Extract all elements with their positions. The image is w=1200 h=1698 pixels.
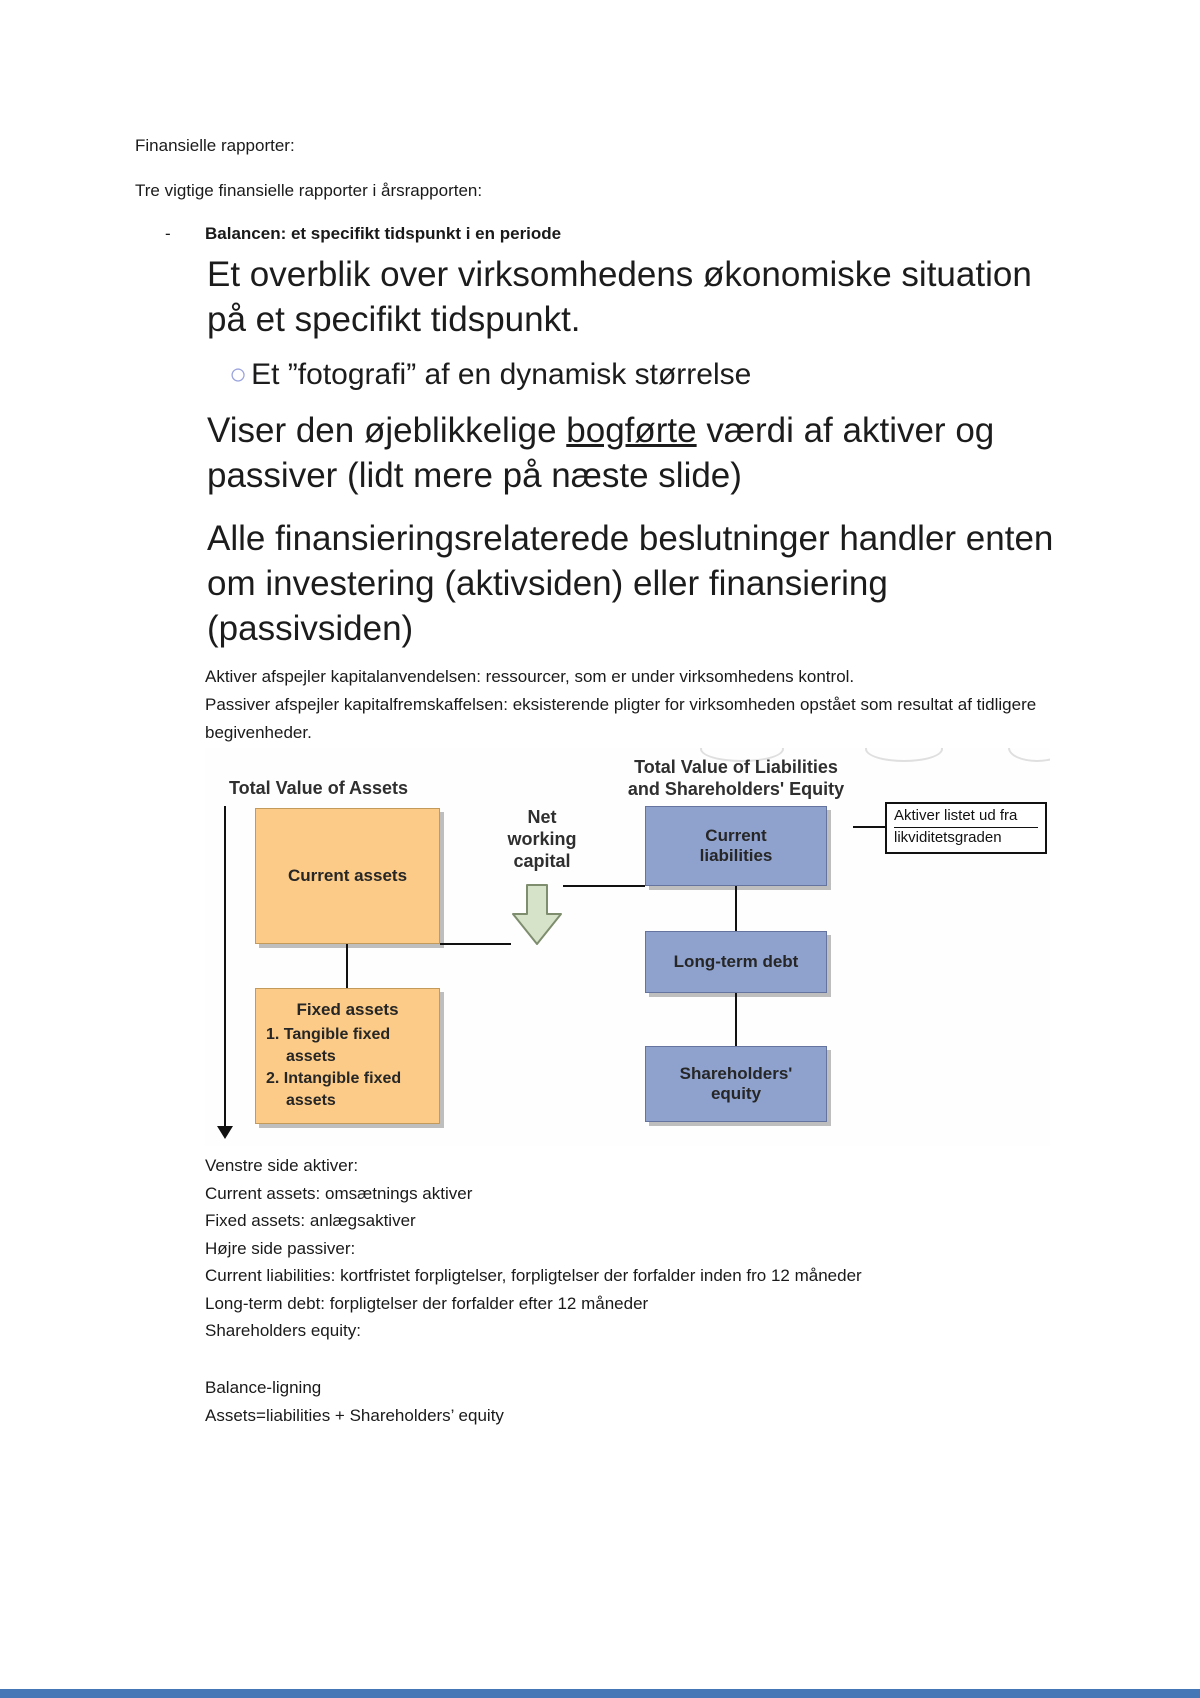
note-sentence-1: Aktiver afspejler kapitalanvendelsen: re… [205, 667, 855, 686]
bullet-item: - Balancen: et specifikt tidspunkt i en … [165, 224, 561, 244]
connector-line [563, 885, 645, 887]
next-page-edge [0, 1689, 1200, 1698]
liquidity-note-line-1: Aktiver listet ud fra [894, 806, 1038, 828]
shareholders-equity-box: Shareholders' equity [645, 1046, 827, 1122]
balance-sheet-diagram: Total Value of Assets Total Value of Lia… [205, 748, 1050, 1146]
underlined-word: bogførte [566, 411, 697, 450]
note-line: Shareholders equity: [205, 1321, 361, 1340]
slide-paragraph-2-post: værdi af aktiver og passiver (lidt mere … [207, 411, 995, 495]
slide-sub-bullet-text: Et ”fotografi” af en dynamisk størrelse [251, 358, 752, 391]
notes-below-diagram: Venstre side aktiver: Current assets: om… [205, 1152, 1050, 1345]
shareholders-equity-label: Shareholders' equity [679, 1064, 793, 1103]
connector-line [440, 943, 511, 945]
current-assets-box: Current assets [255, 808, 440, 944]
current-liabilities-label: Current liabilities [699, 826, 773, 865]
slide-sub-bullet: ○Et ”fotografi” af en dynamisk størrelse [229, 356, 1057, 394]
net-working-capital-label: Net working capital [507, 807, 577, 871]
liquidity-down-arrowhead-icon [217, 1126, 233, 1139]
circle-bullet-icon: ○ [229, 358, 248, 391]
page-title: Finansielle rapporter: [135, 136, 295, 155]
assets-column-heading: Total Value of Assets [229, 778, 409, 798]
connector-line [346, 944, 348, 988]
bullet-marker: - [165, 224, 171, 243]
balance-equation: Balance-ligning Assets=liabilities + Sha… [205, 1374, 504, 1429]
liquidity-down-arrow [224, 806, 226, 1128]
intangible-fixed-assets-item: 2. Intangible fixed assets [266, 1070, 402, 1109]
long-term-debt-box: Long-term debt [645, 931, 827, 993]
slide-paragraph-2-pre: Viser den øjeblikkelige [207, 411, 567, 450]
connector-line [735, 993, 737, 1046]
liabilities-heading-line-2: and Shareholders' Equity [627, 779, 845, 799]
long-term-debt-label: Long-term debt [673, 952, 799, 971]
slide-paragraph-3: Alle finansieringsrelaterede beslutninge… [207, 519, 1054, 648]
crop-artifact [1008, 748, 1050, 762]
fixed-assets-label: Fixed assets [296, 1000, 399, 1019]
intro-text: Tre vigtige finansielle rapporter i årsr… [135, 181, 483, 200]
note-line: Fixed assets: anlægsaktiver [205, 1211, 416, 1230]
equation-title: Balance-ligning [205, 1378, 322, 1397]
equation-text: Assets=liabilities + Shareholders’ equit… [205, 1405, 504, 1425]
net-working-capital-arrow-icon [512, 884, 562, 945]
note-line: Højre side passiver: [205, 1238, 356, 1258]
slide-paragraph-2: Viser den øjeblikkelige bogførte værdi a… [207, 408, 1057, 498]
note-leader-line [853, 826, 885, 828]
note-line: Venstre side aktiver: [205, 1156, 359, 1175]
liquidity-note-line-2: likviditetsgraden [894, 829, 1002, 846]
tangible-fixed-assets-item: 1. Tangible fixed assets [266, 1026, 391, 1065]
connector-line [735, 886, 737, 931]
current-assets-label: Current assets [287, 866, 408, 885]
current-liabilities-box: Current liabilities [645, 806, 827, 886]
bullet-text: Balancen: et specifikt tidspunkt i en pe… [205, 224, 562, 243]
fixed-assets-box: Fixed assets 1. Tangible fixed assets 2.… [255, 988, 440, 1124]
liabilities-heading-line-1: Total Value of Liabilities [634, 757, 838, 777]
slide-paragraph-1: Et overblik over virksomhedens økonomisk… [207, 255, 1032, 339]
liquidity-note-box: Aktiver listet ud fra likviditetsgraden [885, 802, 1047, 854]
note-line: Long-term debt: forpligtelser der forfal… [205, 1293, 649, 1313]
note-line: Current liabilities: kortfristet forplig… [205, 1266, 862, 1285]
notes-above-diagram: Aktiver afspejler kapitalanvendelsen: re… [205, 663, 1045, 747]
slide-excerpt: Et overblik over virksomhedens økonomisk… [207, 252, 1057, 665]
liabilities-column-heading: Total Value of Liabilities and Sharehold… [595, 756, 877, 800]
note-line: Current assets: omsætnings aktiver [205, 1183, 473, 1203]
note-sentence-2: Passiver afspejler kapitalfremskaffelsen… [205, 695, 1037, 742]
